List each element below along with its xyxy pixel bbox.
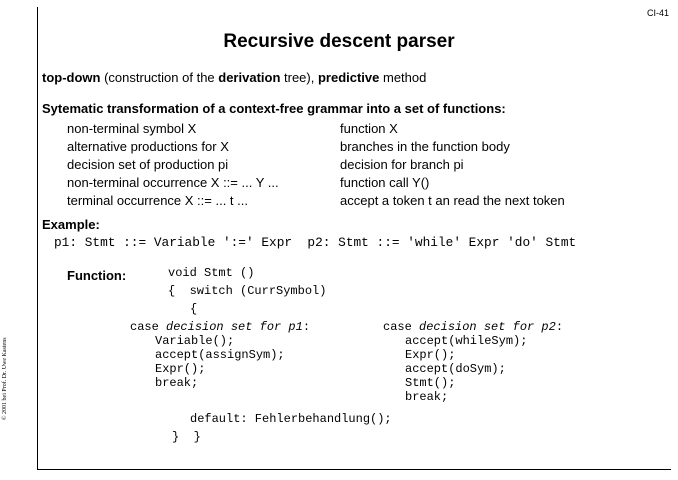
mapping-right-0: function X — [340, 121, 398, 136]
slide-id: CI-41 — [647, 8, 670, 18]
mapping-right-3: function call Y() — [340, 175, 430, 190]
case-2-colon: : — [555, 320, 564, 334]
case-2-keyword: case — [383, 320, 420, 334]
code-line: Stmt(); — [405, 376, 456, 390]
intro-predictive: predictive — [317, 70, 380, 85]
case-1-colon: : — [302, 320, 311, 334]
code-case-2: case decision set for p2: — [383, 320, 563, 334]
code-default: default: Fehlerbehandlung(); — [190, 412, 392, 426]
mapping-left-0: non-terminal symbol X — [67, 121, 197, 136]
section-heading: Sytematic transformation of a context-fr… — [42, 101, 506, 116]
code-line: accept(doSym); — [405, 362, 506, 376]
code-line: break; — [405, 390, 449, 404]
code-open-brace: { — [190, 302, 198, 316]
case-1-keyword: case — [130, 320, 167, 334]
code-line: Expr(); — [155, 362, 206, 376]
code-case-2-body: accept(whileSym);Expr();accept(doSym);St… — [405, 334, 527, 404]
code-close-braces: } } — [172, 430, 201, 444]
mapping-left-4: terminal occurrence X ::= ... t ... — [67, 193, 248, 208]
example-grammar: p1: Stmt ::= Variable ':=' Expr p2: Stmt… — [54, 235, 577, 250]
code-switch-line: { switch (CurrSymbol) — [168, 284, 327, 298]
case-2-decision: decision set for p2 — [419, 320, 556, 334]
slide-frame — [37, 7, 671, 470]
mapping-right-1: branches in the function body — [340, 139, 510, 154]
mapping-right-4: accept a token t an read the next token — [340, 193, 565, 208]
intro-line: top-down (construction of the derivation… — [42, 70, 426, 85]
code-case-1-body: Variable();accept(assignSym);Expr();brea… — [155, 334, 285, 390]
mapping-right-2: decision for branch pi — [340, 157, 464, 172]
intro-top-down: top-down — [42, 70, 101, 85]
case-1-decision: decision set for p1 — [166, 320, 303, 334]
mapping-left-1: alternative productions for X — [67, 139, 229, 154]
intro-derivation: derivation — [218, 70, 281, 85]
code-line: Expr(); — [405, 348, 456, 362]
intro-text-2: tree), — [280, 70, 318, 85]
slide-title: Recursive descent parser — [223, 31, 455, 52]
intro-text-1: (construction of the — [100, 70, 219, 85]
code-case-1: case decision set for p1: — [130, 320, 310, 334]
function-label: Function: — [67, 268, 127, 283]
copyright-notice: © 2001 bei Prof. Dr. Uwe Kastens — [2, 337, 8, 420]
code-line: break; — [155, 376, 199, 390]
code-line: accept(assignSym); — [155, 348, 285, 362]
code-signature: void Stmt () — [168, 266, 255, 280]
intro-text-3: method — [379, 70, 427, 85]
example-label: Example: — [42, 217, 100, 232]
mapping-left-3: non-terminal occurrence X ::= ... Y ... — [67, 175, 279, 190]
mapping-left-2: decision set of production pi — [67, 157, 229, 172]
code-line: accept(whileSym); — [405, 334, 528, 348]
code-line: Variable(); — [155, 334, 235, 348]
